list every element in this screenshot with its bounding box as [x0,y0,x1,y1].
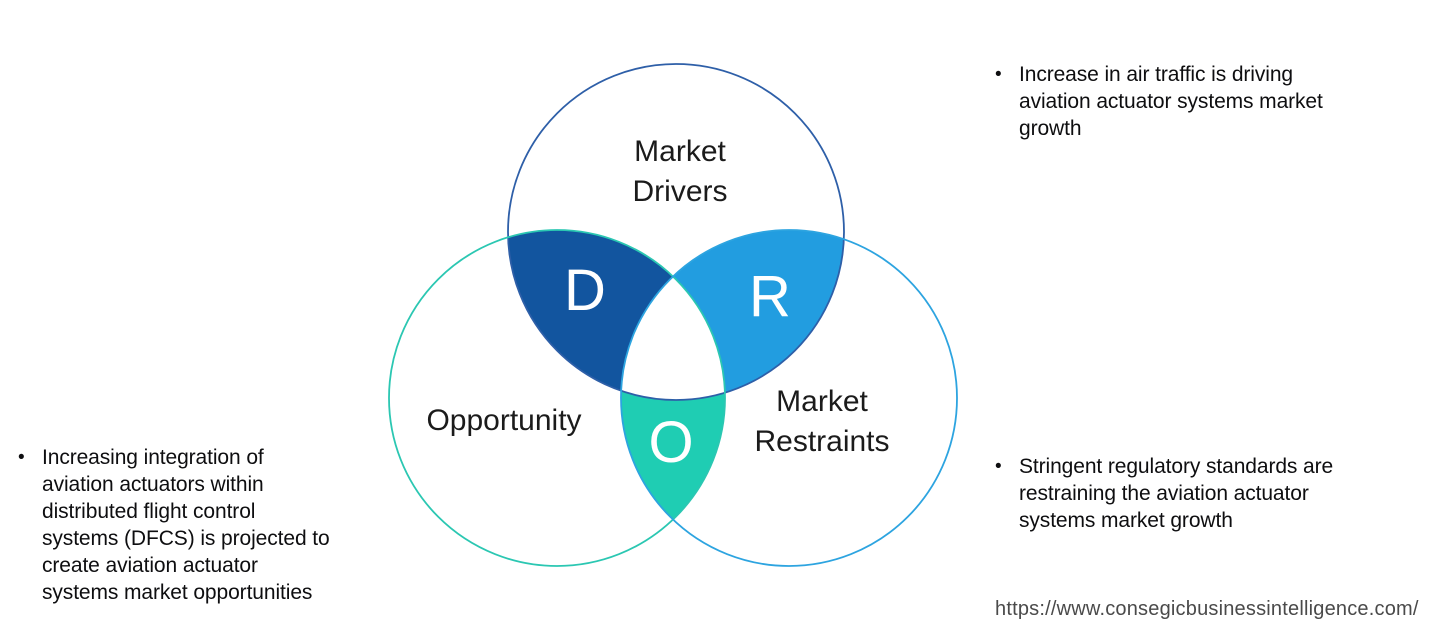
bullet-restraints-text: Stringent regulatory standards are restr… [1019,455,1334,532]
bullet-drivers-note: • Increase in air traffic is driving avi… [995,61,1395,142]
letter-d: D [564,258,606,323]
bullet-opportunity-text: Increasing integration of aviation actua… [42,446,330,604]
market-restraints-label: Market Restraints [754,385,890,458]
bullet-drivers-text: Increase in air traffic is driving aviat… [1019,63,1323,140]
opportunity-label: Opportunity [426,404,582,437]
letter-r: R [749,264,791,329]
drivers-circle-outline [507,63,845,401]
market-drivers-label: Market Drivers [632,135,728,208]
bullet-marker: • [995,456,1002,477]
letter-o: O [648,410,694,475]
bullet-marker: • [995,64,1002,85]
bullet-opportunity-note: • Increasing integration of aviation act… [18,444,398,606]
opportunity-circle-outline [388,229,726,567]
bullet-marker: • [18,447,25,468]
restraints-circle-outline [620,229,958,567]
bullet-restraints-note: • Stringent regulatory standards are res… [995,453,1415,534]
source-url: https://www.consegicbusinessintelligence… [995,598,1419,620]
